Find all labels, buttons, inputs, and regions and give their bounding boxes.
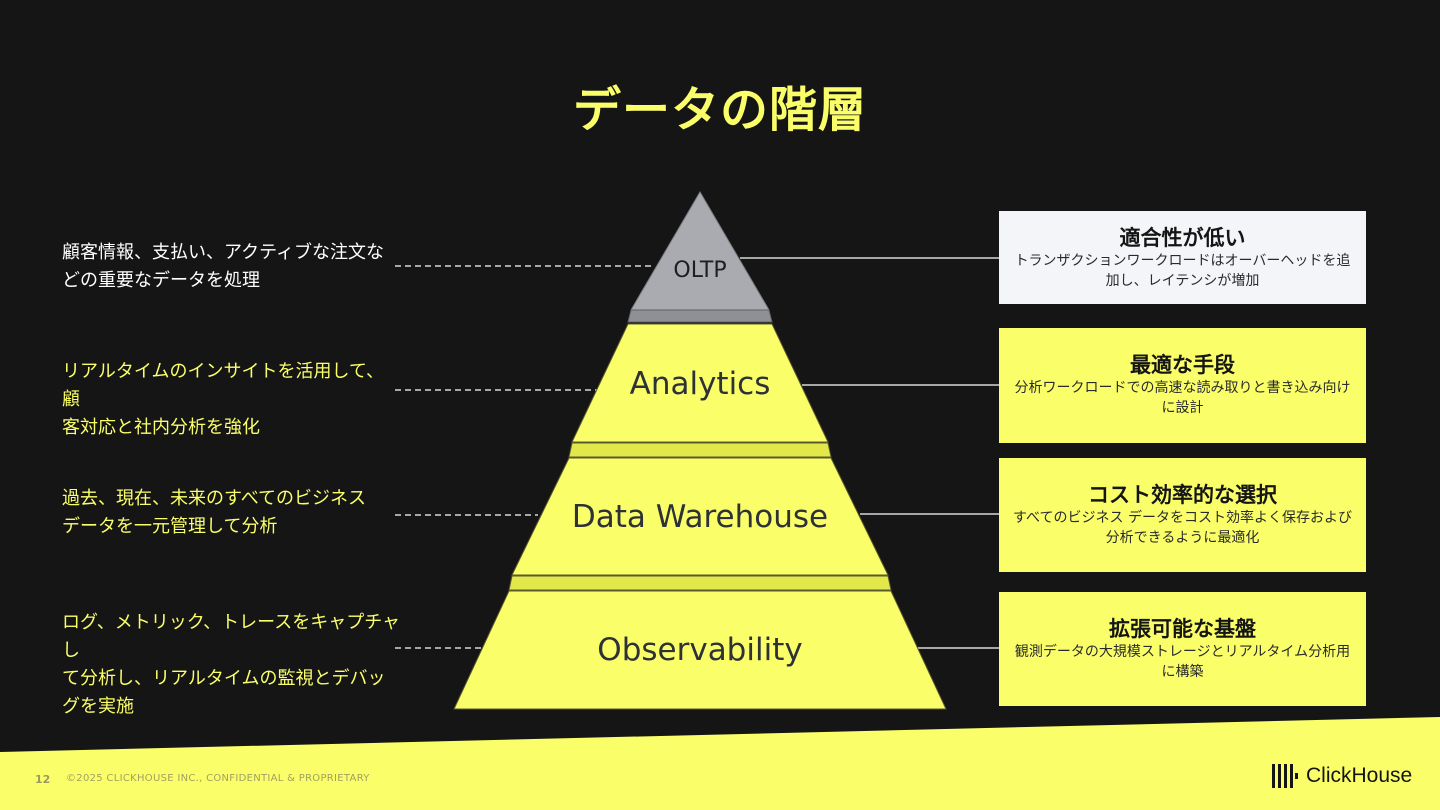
pyramid-tier-warehouse	[511, 457, 889, 576]
card-analytics: 最適な手段 分析ワークロードでの高速な読み取りと書き込み向けに設計	[999, 328, 1366, 443]
card-title: 適合性が低い	[1119, 226, 1246, 250]
pyramid-tier-oltp	[630, 191, 770, 311]
card-warehouse: コスト効率的な選択 すべてのビジネス データをコスト効率よく保存および分析できる…	[999, 458, 1366, 572]
description-line: 顧客情報、支払い、アクティブな注文な	[62, 242, 385, 263]
pyramid-tier-observability	[453, 590, 947, 710]
description-line: 過去、現在、未来のすべてのビジネス	[62, 488, 367, 509]
pyramid-tier-oltp-base	[627, 309, 773, 323]
description-line: て分析し、リアルタイムの監視とデバッ	[62, 668, 386, 689]
page-number: 12	[35, 773, 51, 786]
card-title: コスト効率的な選択	[1088, 483, 1277, 507]
card-title: 拡張可能な基盤	[1109, 617, 1256, 641]
pyramid-label-analytics: Analytics	[629, 366, 771, 402]
card-body: 分析ワークロードでの高速な読み取りと書き込み向けに設計	[1014, 380, 1351, 416]
description-line: グを実施	[62, 696, 134, 717]
pyramid-tier-analytics	[571, 323, 829, 443]
description-warehouse: 過去、現在、未来のすべてのビジネス データを一元管理して分析	[62, 485, 402, 541]
description-line: ログ、メトリック、トレースをキャプチャし	[62, 612, 401, 661]
description-line: どの重要なデータを処理	[62, 270, 260, 291]
description-line: 客対応と社内分析を強化	[62, 417, 260, 438]
page-title: データの階層	[572, 82, 867, 138]
logo-text: ClickHouse	[1306, 764, 1413, 787]
card-body: すべてのビジネス データをコスト効率よく保存および分析できるように最適化	[1013, 510, 1352, 546]
pyramid-label-observability: Observability	[597, 632, 803, 668]
clickhouse-logo-icon	[1272, 764, 1298, 788]
clickhouse-logo: ClickHouse	[1272, 762, 1412, 790]
description-observability: ログ、メトリック、トレースをキャプチャし て分析し、リアルタイムの監視とデバッ …	[62, 609, 402, 721]
card-oltp: 適合性が低い トランザクションワークロードはオーバーヘッドを追加し、レイテンシが…	[999, 211, 1366, 304]
card-observability: 拡張可能な基盤 観測データの大規模ストレージとリアルタイム分析用に構築	[999, 592, 1366, 706]
description-line: リアルタイムのインサイトを活用して、顧	[62, 361, 385, 410]
card-body: 観測データの大規模ストレージとリアルタイム分析用に構築	[1014, 644, 1351, 680]
card-body: トランザクションワークロードはオーバーヘッドを追加し、レイテンシが増加	[1014, 253, 1351, 289]
pyramid-tier-warehouse-base	[508, 575, 892, 591]
description-analytics: リアルタイムのインサイトを活用して、顧 客対応と社内分析を強化	[62, 358, 402, 442]
pyramid-tier-analytics-base	[568, 442, 832, 458]
pyramid-label-warehouse: Data Warehouse	[571, 499, 829, 535]
description-line: データを一元管理して分析	[62, 516, 278, 537]
pyramid-label-oltp: OLTP	[673, 258, 727, 283]
description-oltp: 顧客情報、支払い、アクティブな注文な どの重要なデータを処理	[62, 239, 402, 295]
copyright-text: ©2025 CLICKHOUSE INC., CONFIDENTIAL & PR…	[66, 773, 370, 784]
card-title: 最適な手段	[1130, 353, 1235, 377]
